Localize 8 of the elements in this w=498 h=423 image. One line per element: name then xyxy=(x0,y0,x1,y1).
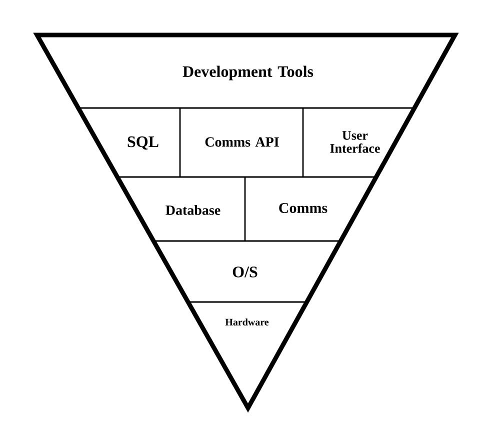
layer-cell: Hardware xyxy=(225,318,269,326)
layer-cell: O/S xyxy=(232,266,258,278)
layer-cell: SQL xyxy=(128,136,158,150)
layer-cell: Comms xyxy=(279,202,328,214)
layer-cell: User Interface xyxy=(330,131,380,153)
layer-cell: Database xyxy=(166,205,220,215)
layer-cell: Development Tools xyxy=(182,66,314,80)
layer-cell: Comms API xyxy=(205,137,279,147)
